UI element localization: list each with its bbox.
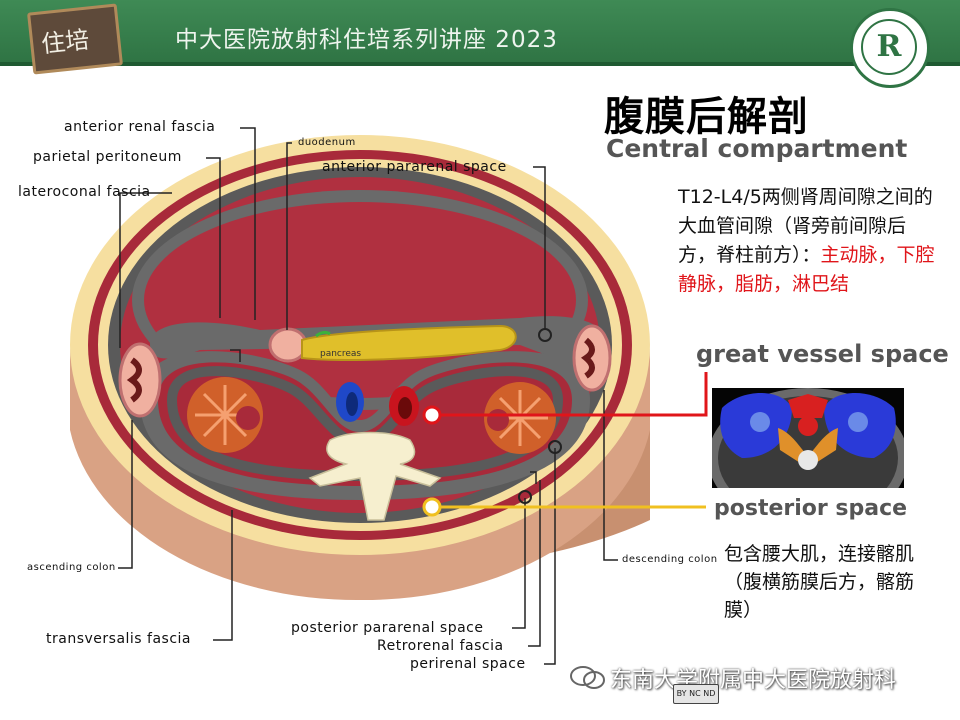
label-transversalis-fascia: transversalis fascia [46,631,191,647]
right-renal-hilum [236,406,260,430]
posterior-space-title: posterior space [714,496,907,521]
wechat-icon [568,664,608,690]
left-renal-hilum [487,409,509,431]
label-parietal-peritoneum: parietal peritoneum [33,149,182,165]
duodenum [270,329,306,361]
posterior-space-marker [424,499,440,515]
label-anterior-renal-fascia: anterior renal fascia [64,119,215,135]
label-ascending-colon: ascending colon [27,562,116,573]
ct-thumbnail-image [712,388,904,488]
label-posterior-pararenal-space: posterior pararenal space [291,620,484,636]
great-vessel-description: T12-L4/5两侧肾周间隙之间的大血管间隙（肾旁前间隙后方，脊柱前方）：主动脉… [678,183,940,299]
descending-colon [574,326,610,390]
ct-scan-illustration [712,388,904,488]
ivc-lumen [346,392,358,416]
creative-commons-badge: BY NC ND [673,684,719,704]
pancreas-label: pancreas [320,349,361,359]
watermark-text: 东南大学附属中大医院放射科 [610,662,896,694]
label-retrorenal-fascia: Retrorenal fascia [377,638,504,654]
posterior-space-description: 包含腰大肌，连接髂肌（腹横筋膜后方，髂筋膜） [724,540,924,624]
aorta-lumen [398,397,412,419]
slide-heading-en: Central compartment [606,134,907,163]
label-anterior-pararenal-space: anterior pararenal space [322,159,507,175]
ascending-colon [120,344,160,416]
label-duodenum: duodenum [298,137,356,148]
label-perirenal-space: perirenal space [410,656,526,672]
great-vessel-space-title: great vessel space [696,340,949,368]
label-lateroconal-fascia: lateroconal fascia [18,184,151,200]
great-vessel-marker [424,407,440,423]
label-descending-colon: descending colon [622,554,718,565]
